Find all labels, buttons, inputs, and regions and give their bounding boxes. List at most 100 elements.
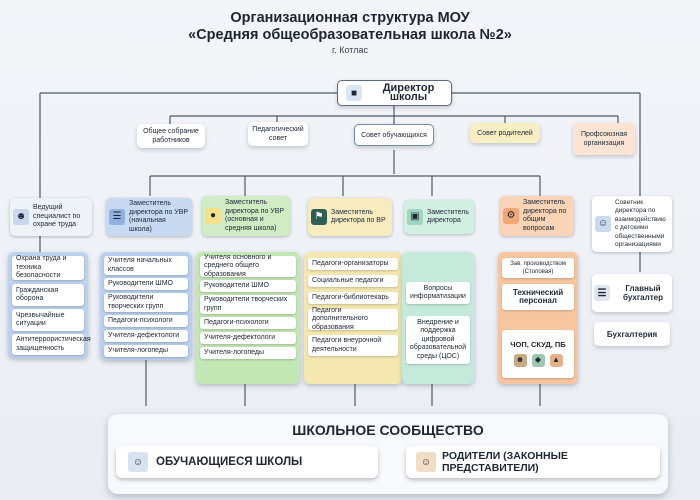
item-label: ЧОП, СКУД, ПБ — [510, 340, 566, 350]
item-label: Антитеррористическая защищенность — [16, 336, 91, 352]
list-item[interactable]: Чрезвычайные ситуации — [12, 309, 84, 331]
group-icon: ☺ — [595, 216, 611, 232]
shield-icon: ◆ — [531, 353, 545, 367]
director-label: Директор школы — [382, 82, 435, 103]
item-label: Учителя-дефектологи — [204, 333, 276, 341]
list-item[interactable]: Вопросы информатизации — [406, 282, 470, 304]
students-pill[interactable]: ☺ ОБУЧАЮЩИЕСЯ ШКОЛЫ — [116, 446, 378, 478]
flag-icon: ⚑ — [311, 209, 327, 225]
list-item[interactable]: Учителя-логопеды — [104, 345, 188, 357]
list-item[interactable]: Внедрение и поддержка цифровой образоват… — [406, 316, 470, 364]
title-line-1: Организационная структура МОУ — [230, 10, 470, 26]
list-item[interactable]: Педагоги-психологи — [104, 315, 188, 327]
guard-icon: ☻ — [513, 353, 527, 367]
list-item[interactable]: Руководители ШМО — [200, 280, 296, 292]
item-label: Учителя основного и среднего общего обра… — [204, 253, 272, 278]
list-item[interactable]: Педагоги-психологи — [200, 317, 296, 329]
coins-icon: ☰ — [594, 285, 610, 301]
list-item[interactable]: Учителя-дефектологи — [104, 330, 188, 342]
list-item[interactable]: Учителя-логопеды — [200, 347, 296, 359]
list-item[interactable]: Педагоги внеурочной деятельности — [308, 335, 398, 356]
title-city: г. Котлас — [332, 45, 368, 55]
list-item[interactable]: Гражданская оборона — [12, 284, 84, 306]
list-item[interactable]: Учителя основного и среднего общего обра… — [200, 253, 296, 278]
council-label: Общее собрание работников — [143, 128, 199, 144]
title-line-2: «Средняя общеобразовательная школа №2» — [188, 27, 512, 43]
item-label: Охрана труда и техника безопасности — [16, 255, 67, 280]
list-item[interactable]: Учителя начальных классов — [104, 256, 188, 275]
list-item[interactable]: ЧОП, СКУД, ПБ ☻ ◆ ▲ — [502, 330, 574, 378]
council-general-meeting[interactable]: Общее собрание работников — [137, 124, 205, 148]
vr-head[interactable]: ⚑ Заместитель директора по ВР — [308, 198, 392, 236]
book-icon: ☰ — [109, 209, 125, 225]
item-label: Руководители творческих групп — [108, 294, 164, 310]
parents-pill[interactable]: ☺ РОДИТЕЛИ (ЗАКОННЫЕ ПРЕДСТАВИТЕЛИ) — [406, 446, 660, 478]
accounting-label: Бухгалтерия — [606, 329, 658, 339]
item-label: Руководители ШМО — [108, 279, 173, 287]
worker-icon: ☻ — [13, 209, 29, 225]
list-item[interactable]: Зав. производством (Столовая) — [502, 258, 574, 278]
item-label: Руководители ШМО — [204, 281, 269, 289]
item-label: Технический персонал — [512, 287, 564, 305]
council-parents[interactable]: Совет родителей — [470, 123, 540, 143]
list-item[interactable]: Педагоги-библиотекарь — [308, 292, 398, 304]
item-label: Педагоги дополнительного образования — [312, 306, 368, 331]
uvr-secondary-head[interactable]: ● Заместитель директора по УВР (основная… — [202, 196, 290, 236]
it-head[interactable]: ▣ Заместитель директора — [404, 200, 474, 234]
director-icon: ■ — [346, 85, 362, 101]
list-item[interactable]: Педагоги-организаторы — [308, 258, 398, 270]
council-label: Совет родителей — [477, 129, 533, 137]
director-box[interactable]: ■ Директор школы — [337, 80, 452, 106]
item-label: Социальные педагоги — [312, 276, 384, 284]
it-head-label: Заместитель директора — [427, 208, 469, 225]
safety-head[interactable]: ☻ Ведущий специалист по охране труда — [10, 198, 92, 236]
chief-accountant-label: Главный бухгалтер — [623, 284, 663, 302]
item-label: Вопросы информатизации — [410, 284, 466, 301]
council-union[interactable]: Профсоюзная организация — [573, 123, 635, 155]
uvr-primary-head[interactable]: ☰ Заместитель директора по УВР (начальна… — [106, 198, 192, 236]
council-students[interactable]: Совет обучающихся — [354, 124, 434, 146]
uvr-secondary-head-label: Заместитель директора по УВР (основная и… — [225, 199, 285, 232]
list-item[interactable]: Педагоги дополнительного образования — [308, 306, 398, 331]
lightbulb-icon: ● — [205, 208, 221, 224]
school-community: ШКОЛЬНОЕ СООБЩЕСТВО ☺ ОБУЧАЮЩИЕСЯ ШКОЛЫ … — [108, 414, 668, 494]
item-label: Руководители творческих групп — [204, 296, 288, 312]
general-head-label: Заместитель директора по общим вопросам — [523, 199, 567, 232]
council-pedagogical[interactable]: Педагогический совет — [248, 122, 308, 146]
chief-accountant-box[interactable]: ☰ Главный бухгалтер — [592, 274, 672, 312]
parents-icon: ☺ — [416, 452, 436, 472]
list-item[interactable]: Учителя-дефектологи — [200, 332, 296, 344]
list-item[interactable]: Социальные педагоги — [308, 275, 398, 287]
tools-icon: ⚙ — [503, 208, 519, 224]
list-item[interactable]: Антитеррористическая защищенность — [12, 334, 91, 355]
list-item[interactable]: Руководители творческих групп — [104, 293, 188, 312]
item-label: Педагоги-организаторы — [312, 259, 389, 267]
list-item[interactable]: Руководители творческих групп — [200, 295, 296, 314]
item-label: Педагоги-психологи — [204, 318, 269, 326]
item-label: Педагоги-психологи — [108, 316, 173, 324]
item-label: Учителя-логопеды — [204, 348, 264, 356]
vr-head-label: Заместитель директора по ВР — [331, 208, 386, 225]
security-icons: ☻ ◆ ▲ — [513, 353, 563, 367]
list-item[interactable]: Технический персонал — [502, 284, 574, 310]
advisor-head[interactable]: ☺ Советник директора по взаимодействию с… — [592, 196, 672, 252]
parents-label: РОДИТЕЛИ (ЗАКОННЫЕ ПРЕДСТАВИТЕЛИ) — [442, 450, 568, 474]
accounting-box[interactable]: Бухгалтерия — [594, 322, 670, 346]
uvr-primary-head-label: Заместитель директора по УВР (начальная … — [129, 200, 189, 233]
chart-title: Организационная структура МОУ «Средняя о… — [0, 10, 700, 55]
list-item[interactable]: Охрана труда и техника безопасности — [12, 255, 84, 280]
item-label: Зав. производством (Столовая) — [510, 260, 566, 276]
students-label: ОБУЧАЮЩИЕСЯ ШКОЛЫ — [156, 456, 303, 468]
item-label: Гражданская оборона — [16, 286, 59, 303]
general-head[interactable]: ⚙ Заместитель директора по общим вопроса… — [500, 196, 574, 236]
list-item[interactable]: Руководители ШМО — [104, 278, 188, 290]
students-icon: ☺ — [128, 452, 148, 472]
community-title: ШКОЛЬНОЕ СООБЩЕСТВО — [292, 422, 484, 438]
fire-extinguisher-icon: ▲ — [549, 353, 563, 367]
safety-head-label: Ведущий специалист по охране труда — [33, 204, 81, 229]
council-label: Совет обучающихся — [361, 131, 427, 139]
item-label: Педагоги внеурочной деятельности — [312, 337, 382, 353]
council-label: Педагогический совет — [252, 126, 304, 142]
